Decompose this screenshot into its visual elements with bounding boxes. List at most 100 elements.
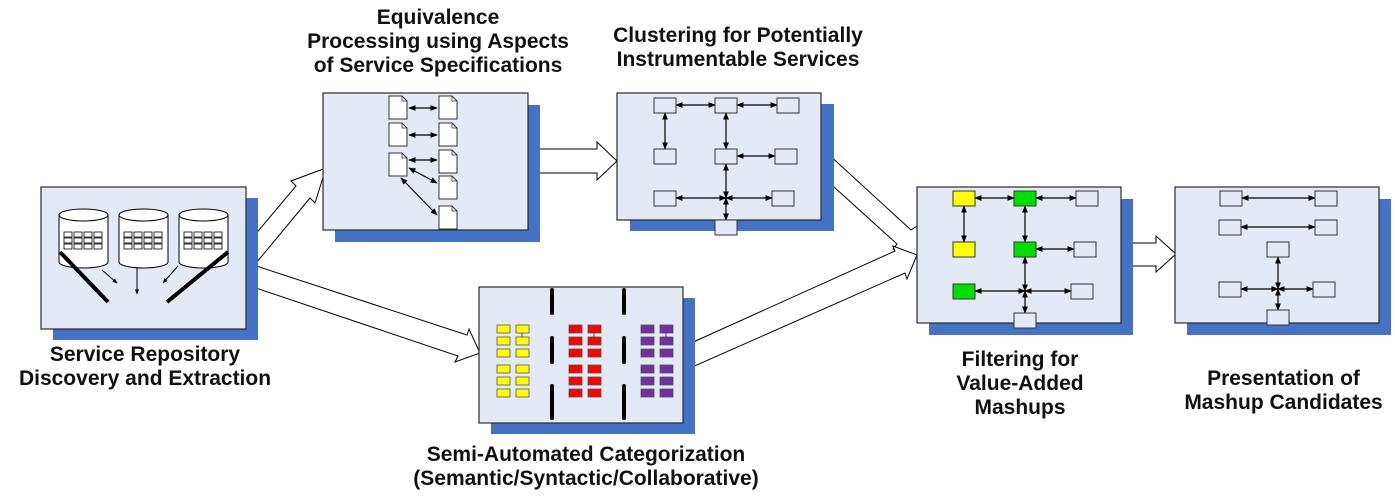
service-node — [1312, 281, 1336, 298]
service-node — [1070, 283, 1094, 300]
table-cell-icon — [63, 231, 73, 238]
document-icon — [388, 95, 408, 120]
table-cell-icon — [203, 243, 213, 250]
service-node — [1013, 241, 1037, 258]
panel-body — [322, 92, 529, 231]
category-item — [587, 348, 602, 358]
table-cell-icon — [213, 237, 223, 244]
service-node — [1219, 190, 1243, 207]
table-cell-icon — [123, 237, 133, 244]
service-node — [1266, 241, 1290, 258]
category-item — [515, 348, 530, 358]
label-line: (Semantic/Syntactic/Collaborative) — [413, 467, 759, 490]
document-fold — [451, 150, 457, 156]
document-icon — [438, 122, 458, 147]
label-line: Mashups — [974, 396, 1066, 419]
category-item — [568, 388, 583, 398]
panel-categorization — [478, 286, 695, 434]
stage-label-presentation: Presentation of Mashup Candidates — [1172, 367, 1395, 415]
document-icon — [438, 95, 458, 120]
table-cell-icon — [83, 243, 93, 250]
service-node — [714, 97, 738, 114]
table-cell-icon — [73, 243, 83, 250]
service-node — [776, 97, 800, 114]
service-node — [653, 148, 677, 165]
category-item — [587, 324, 602, 334]
table-cell-icon — [83, 237, 93, 244]
table-cell-icon — [123, 231, 133, 238]
service-node — [771, 190, 795, 207]
service-node — [1266, 309, 1290, 326]
flow-arrow-repository-to-categorization — [237, 261, 481, 363]
panel-filtering — [916, 186, 1133, 335]
label-line: of Service Specifications — [313, 54, 563, 77]
service-node — [714, 148, 738, 165]
relation-arrow — [400, 177, 438, 216]
table-cell-icon — [133, 243, 143, 250]
document-icon — [388, 152, 408, 177]
category-item — [515, 376, 530, 386]
table-cell-icon — [143, 231, 153, 238]
service-node — [653, 97, 677, 114]
service-node — [774, 148, 798, 165]
document-fold — [451, 206, 457, 212]
table-cell-icon — [93, 237, 103, 244]
service-node — [1013, 312, 1037, 329]
database-body — [178, 215, 229, 269]
category-item — [659, 364, 674, 374]
table-cell-icon — [193, 237, 203, 244]
category-item — [659, 376, 674, 386]
label-line: Value-Added — [956, 372, 1084, 395]
table-cell-icon — [93, 243, 103, 250]
label-line: Clustering for Potentially — [613, 24, 863, 47]
label-line: Discovery and Extraction — [18, 367, 272, 390]
database-icon — [58, 208, 109, 269]
extract-arrow-left — [101, 269, 118, 284]
table-cell-icon — [133, 237, 143, 244]
category-item — [659, 324, 674, 334]
category-item — [587, 388, 602, 398]
table-cell-icon — [203, 231, 213, 238]
funnel-right-line — [165, 250, 230, 304]
label-line: Filtering for — [961, 348, 1079, 371]
category-item — [659, 348, 674, 358]
label-line: Service Repository — [49, 343, 241, 366]
category-item — [496, 364, 511, 374]
table-cell-icon — [203, 237, 213, 244]
table-cell-icon — [213, 231, 223, 238]
table-cell-icon — [63, 243, 73, 250]
service-node — [1218, 281, 1242, 298]
panel-service-repository — [40, 186, 258, 340]
panel-clustering — [616, 92, 834, 236]
stage-label-categorization: Semi-Automated Categorization (Semantic/… — [396, 443, 776, 491]
service-node — [714, 219, 738, 236]
document-fold — [401, 123, 407, 129]
service-node — [1075, 190, 1099, 207]
category-item — [640, 336, 655, 346]
table-cell-icon — [73, 231, 83, 238]
category-item — [515, 324, 530, 334]
flow-arrow-categorization-to-filtering — [679, 245, 918, 369]
category-item — [659, 388, 674, 398]
database-icon — [178, 208, 229, 269]
document-fold — [451, 96, 457, 102]
service-node — [1314, 219, 1338, 236]
table-cell-icon — [193, 231, 203, 238]
category-item — [568, 336, 583, 346]
table-cell-icon — [153, 231, 163, 238]
table-cell-icon — [93, 231, 103, 238]
extract-arrow-right — [162, 265, 179, 284]
table-cell-icon — [183, 237, 193, 244]
table-cell-icon — [153, 237, 163, 244]
document-icon — [438, 205, 458, 230]
document-icon — [438, 175, 458, 200]
document-icon — [388, 122, 408, 147]
stage-label-repository: Service Repository Discovery and Extract… — [0, 343, 290, 391]
table-cell-icon — [63, 237, 73, 244]
database-top — [58, 208, 109, 222]
category-item — [587, 336, 602, 346]
category-item — [515, 336, 530, 346]
service-node — [1013, 190, 1037, 207]
category-item — [587, 364, 602, 374]
